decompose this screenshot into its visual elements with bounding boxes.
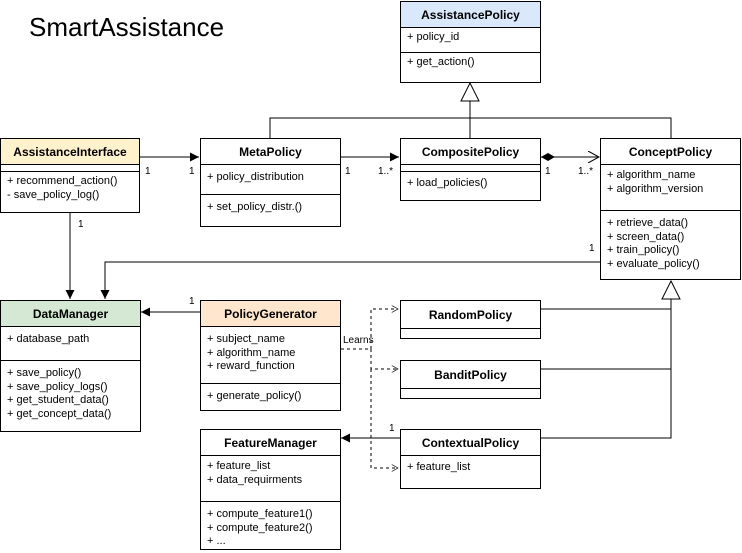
- method: + get_action(): [407, 56, 475, 68]
- class-attributes: + database_path: [1, 327, 140, 360]
- method: + compute_feature1(): [207, 508, 313, 520]
- class-policy-generator[interactable]: PolicyGenerator + subject_name + algorit…: [200, 300, 341, 411]
- class-methods: + load_policies(): [401, 171, 540, 194]
- method: + set_policy_distr.(): [207, 201, 303, 213]
- method: + generate_policy(): [207, 390, 302, 402]
- multiplicity: 1: [78, 219, 84, 230]
- class-bandit-policy[interactable]: BanditPolicy: [400, 360, 541, 399]
- class-name: AssistancePolicy: [401, 2, 540, 28]
- class-methods: + save_policy() + save_policy_logs() + g…: [1, 360, 140, 424]
- attribute: + algorithm_name: [207, 346, 296, 359]
- class-name: ContextualPolicy: [401, 430, 540, 456]
- class-assistance-interface[interactable]: AssistanceInterface + recommend_action()…: [0, 138, 140, 213]
- class-name: FeatureManager: [201, 430, 340, 456]
- multiplicity: 1: [545, 166, 551, 177]
- method: + screen_data(): [607, 230, 685, 243]
- class-meta-policy[interactable]: MetaPolicy + policy_distribution + set_p…: [200, 138, 341, 227]
- attribute: + reward_function: [207, 360, 295, 372]
- class-methods: + compute_feature1() + compute_feature2(…: [201, 501, 340, 552]
- assoc-concept-datamanager: [100, 261, 600, 299]
- method: + get_concept_data(): [7, 407, 112, 420]
- class-methods: + set_policy_distr.(): [201, 194, 340, 218]
- method: + ...: [207, 535, 226, 547]
- inheritance-to-concept-policy: [541, 279, 681, 439]
- class-name: DataManager: [1, 301, 140, 327]
- class-attributes: + feature_list + data_requirments: [201, 456, 340, 501]
- method: + save_policy(): [7, 367, 82, 379]
- class-attributes: + feature_list: [401, 456, 540, 478]
- attribute: + feature_list: [407, 461, 471, 473]
- multiplicity: 1: [389, 423, 395, 434]
- attribute: + policy_id: [407, 31, 460, 43]
- multiplicity: 1..*: [378, 166, 394, 177]
- class-name: BanditPolicy: [401, 361, 540, 389]
- attribute: + data_requirments: [207, 473, 303, 486]
- dependency-learns: [341, 309, 398, 468]
- class-methods: + generate_policy(): [201, 383, 340, 407]
- class-data-manager[interactable]: DataManager + database_path + save_polic…: [0, 300, 141, 432]
- attribute: + policy_distribution: [207, 171, 304, 183]
- method: + load_policies(): [407, 177, 488, 189]
- multiplicity: 1: [589, 243, 595, 254]
- class-name: ConceptPolicy: [601, 139, 740, 165]
- attribute: + feature_list: [207, 460, 271, 472]
- inheritance-to-assistance-policy: [269, 81, 672, 138]
- method: + evaluate_policy(): [607, 257, 700, 270]
- method: + get_student_data(): [7, 394, 109, 406]
- class-attributes: + subject_name + algorithm_name + reward…: [201, 327, 340, 383]
- method: + recommend_action(): [7, 175, 118, 187]
- diagram-title: SmartAssistance: [29, 12, 225, 42]
- method: + train_policy(): [607, 244, 680, 256]
- class-attributes: + policy_distribution: [201, 165, 340, 194]
- method: + save_policy_logs(): [7, 380, 108, 393]
- attribute: + algorithm_name: [607, 169, 696, 181]
- class-feature-manager[interactable]: FeatureManager + feature_list + data_req…: [200, 429, 341, 550]
- multiplicity: 1: [345, 166, 351, 177]
- method: + compute_feature2(): [207, 521, 313, 534]
- class-assistance-policy[interactable]: AssistancePolicy + policy_id + get_actio…: [400, 1, 541, 83]
- multiplicity: 1: [145, 166, 151, 177]
- multiplicity: 1..*: [578, 166, 594, 177]
- multiplicity: 1: [189, 296, 195, 307]
- class-name: RandomPolicy: [401, 301, 540, 329]
- method: - save_policy_log(): [7, 188, 100, 201]
- class-name: AssistanceInterface: [1, 139, 139, 165]
- class-attributes: + algorithm_name + algorithm_version: [601, 165, 740, 210]
- class-concept-policy[interactable]: ConceptPolicy + algorithm_name + algorit…: [600, 138, 741, 280]
- attribute: + algorithm_version: [607, 182, 704, 195]
- class-name: CompositePolicy: [401, 139, 540, 165]
- class-name: PolicyGenerator: [201, 301, 340, 327]
- method: + retrieve_data(): [607, 217, 689, 229]
- learns-label: Learns: [343, 335, 374, 346]
- class-random-policy[interactable]: RandomPolicy: [400, 300, 541, 339]
- attribute: + database_path: [7, 333, 90, 345]
- class-methods: + retrieve_data() + screen_data() + trai…: [601, 210, 740, 274]
- attribute: + subject_name: [207, 333, 285, 345]
- class-composite-policy[interactable]: CompositePolicy + load_policies(): [400, 138, 541, 201]
- multiplicity: 1: [189, 166, 195, 177]
- class-contextual-policy[interactable]: ContextualPolicy + feature_list: [400, 429, 541, 489]
- class-methods: + recommend_action() - save_policy_log(): [1, 171, 139, 205]
- class-attributes: + policy_id: [401, 28, 540, 52]
- class-name: MetaPolicy: [201, 139, 340, 165]
- class-methods: + get_action(): [401, 52, 540, 73]
